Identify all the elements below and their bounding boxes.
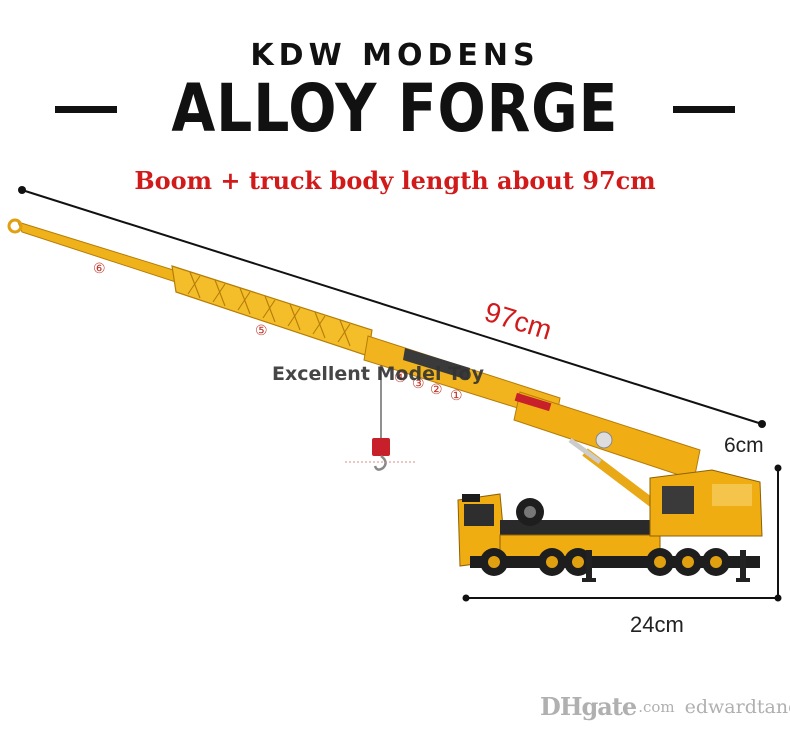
dhgate-site-suffix: .com xyxy=(638,697,675,716)
brand-name: KDW MODENS xyxy=(250,38,540,73)
footer: DHgate .com edwardtang xyxy=(540,692,790,721)
section-marker-1: ① xyxy=(450,387,463,403)
hook-icon xyxy=(345,365,415,471)
boom xyxy=(7,218,701,509)
truck-body xyxy=(457,469,763,582)
headline: Boom + truck body length about 97cm xyxy=(134,166,656,195)
store-name: edwardtang xyxy=(684,695,790,718)
watermark-text: Excellent Model Toy xyxy=(272,363,484,385)
brand-dash-right xyxy=(672,105,735,113)
dhgate-logo: DHgate xyxy=(540,692,637,721)
width-label: 24cm xyxy=(630,612,684,637)
height-label: 6cm xyxy=(724,434,764,457)
length-dimension-line xyxy=(18,186,766,428)
section-marker-5: ⑤ xyxy=(255,322,268,338)
section-marker-4: ④ xyxy=(394,369,407,385)
width-dimension-line xyxy=(462,594,778,602)
brand-title: ALLOY FORGE xyxy=(171,70,619,147)
section-marker-6: ⑥ xyxy=(93,260,106,276)
section-marker-2: ② xyxy=(430,381,443,397)
brand-row: ALLOY FORGE xyxy=(0,76,790,142)
section-marker-3: ③ xyxy=(412,375,425,391)
brand-dash-left xyxy=(55,105,118,113)
height-dimension-line xyxy=(774,464,782,602)
